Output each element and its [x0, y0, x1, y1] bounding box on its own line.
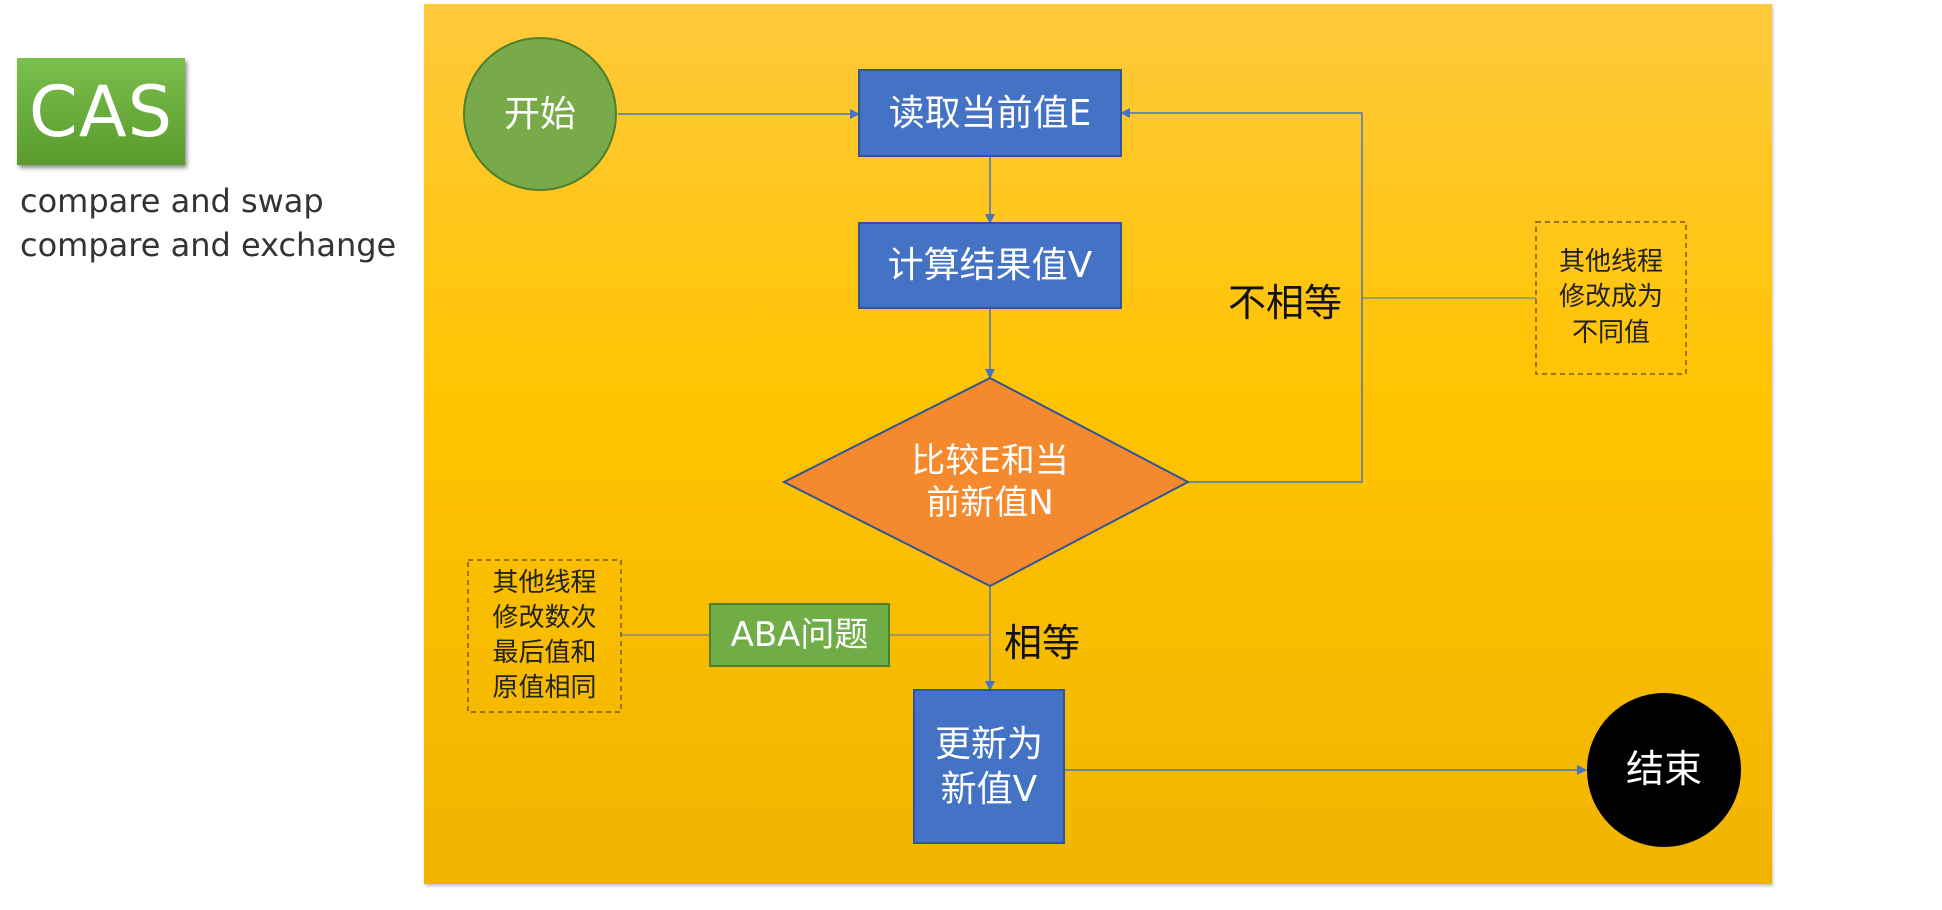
note-left-line1: 其他线程	[492, 567, 597, 598]
note-left-line4: 原值相同	[492, 673, 597, 704]
note-left-line2: 修改数次	[492, 602, 597, 633]
flowchart-canvas	[463, 37, 1741, 847]
note-left-box	[467, 559, 622, 713]
update-label: 更新为 新值V	[914, 690, 1064, 843]
compare-label-line2: 前新值N	[926, 483, 1054, 523]
note-right-line1: 其他线程	[1558, 247, 1663, 278]
start-node	[463, 37, 617, 191]
end-label: 结束	[1625, 747, 1702, 792]
compare-node	[781, 376, 1191, 588]
note-right-label: 其他线程 修改成为 不同值	[1536, 222, 1686, 374]
aba-label: ABA问题	[730, 614, 869, 655]
note-right-box	[1535, 221, 1687, 375]
diagram-panel: 开始 读取当前值E 计算结果值V 比较E和当 前新值N 更新为 新值V 结束 A…	[424, 4, 1772, 884]
compare-label: 比较E和当 前新值N	[864, 434, 1116, 530]
note-right-line3: 不同值	[1571, 317, 1650, 348]
read-node	[858, 69, 1122, 157]
compute-label: 计算结果值V	[887, 245, 1093, 286]
update-label-line2: 新值V	[940, 768, 1038, 810]
equal-label: 相等	[1004, 621, 1081, 665]
start-label: 开始	[503, 93, 576, 135]
cas-description-swap: compare and swap	[20, 182, 324, 220]
compare-label-line1: 比较E和当	[911, 440, 1069, 481]
end-node	[1587, 693, 1741, 847]
note-left-label: 其他线程 修改数次 最后值和 原值相同	[468, 560, 621, 712]
note-right-line2: 修改成为	[1558, 282, 1663, 313]
compute-node	[858, 222, 1122, 309]
note-left-line3: 最后值和	[492, 638, 597, 668]
read-label: 读取当前值E	[888, 92, 1092, 134]
update-node	[913, 689, 1065, 844]
cas-badge: CAS	[17, 58, 185, 165]
aba-node	[709, 603, 890, 667]
not-equal-label: 不相等	[1228, 281, 1343, 325]
cas-description-exchange: compare and exchange	[20, 226, 397, 264]
update-label-line1: 更新为	[934, 723, 1043, 765]
